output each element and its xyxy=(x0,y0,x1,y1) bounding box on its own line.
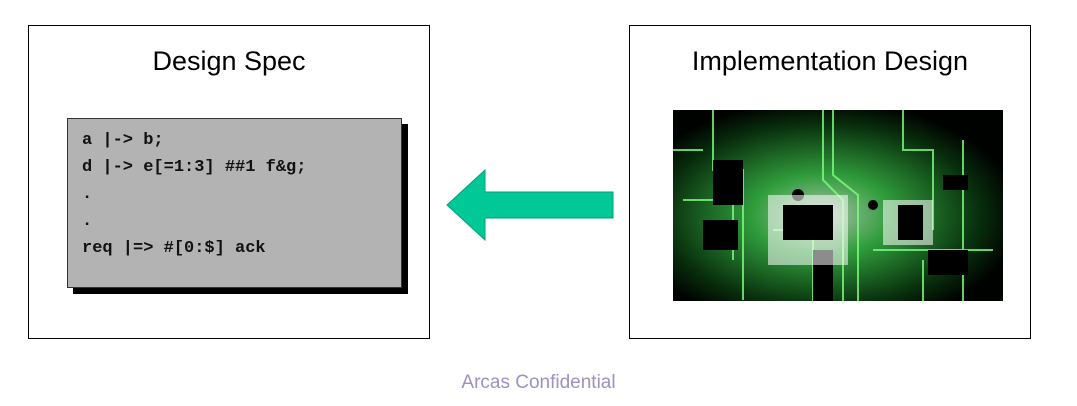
left-arrow-icon xyxy=(446,168,614,242)
circuit-board-image xyxy=(673,110,1003,301)
footer-confidential: Arcas Confidential xyxy=(461,372,616,393)
code-line: . xyxy=(82,212,93,231)
code-line: req |=> #[0:$] ack xyxy=(82,239,266,258)
code-box: a |-> b; d |-> e[=1:3] ##1 f&g; . . req … xyxy=(67,118,402,288)
design-spec-panel: Design Spec a |-> b; d |-> e[=1:3] ##1 f… xyxy=(28,25,430,339)
implementation-title: Implementation Design xyxy=(691,46,969,76)
code-line: a |-> b; xyxy=(82,131,164,150)
code-line: . xyxy=(82,185,93,204)
implementation-panel: Implementation Design xyxy=(629,25,1031,339)
design-spec-title: Design Spec xyxy=(152,46,306,76)
code-line: d |-> e[=1:3] ##1 f&g; xyxy=(82,158,307,177)
